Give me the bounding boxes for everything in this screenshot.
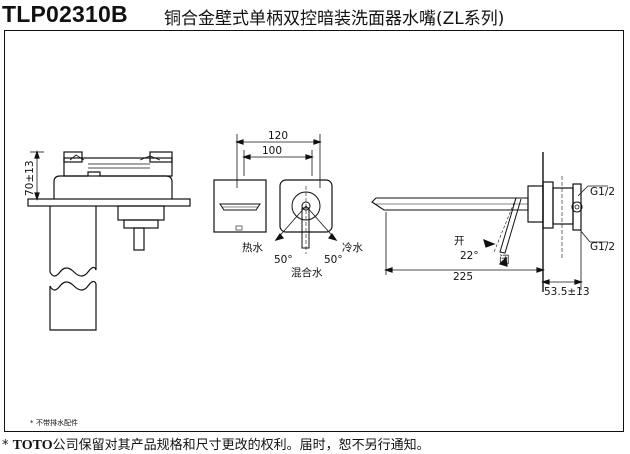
angle-left-label: 50° bbox=[274, 254, 293, 266]
mixed-water-label: 混合水 bbox=[291, 266, 323, 279]
close-label: 闭 bbox=[499, 253, 510, 266]
angle-right-label: 50° bbox=[324, 254, 343, 266]
thread-bottom-label: G1/2 bbox=[590, 241, 615, 253]
front-view: 120 100 热水 冷水 50° 50° 混合水 bbox=[213, 130, 363, 279]
front-dim-inner: 100 bbox=[262, 145, 282, 157]
handle-lever bbox=[301, 207, 310, 249]
side-view: 70±13 bbox=[24, 150, 191, 331]
footer-brand: TOTO bbox=[12, 438, 53, 453]
drawing-frame bbox=[4, 30, 624, 432]
spout-outlet bbox=[219, 203, 261, 211]
thread-top-label: G1/2 bbox=[590, 186, 615, 198]
counter-plate bbox=[27, 198, 191, 207]
note-asterisk: * bbox=[30, 419, 34, 427]
wall-body bbox=[527, 185, 544, 223]
side-height-label: 70±13 bbox=[24, 160, 36, 196]
cold-water-label: 冷水 bbox=[342, 241, 363, 254]
length-label: 225 bbox=[453, 271, 473, 283]
faucet-body bbox=[53, 171, 173, 199]
footer-note: * TOTO公司保留对其产品规格和尺寸更改的权利。届时，恕不另行通知。 bbox=[2, 434, 430, 454]
drain-note: 不带排水配件 bbox=[36, 418, 78, 427]
mount-nut bbox=[117, 205, 165, 221]
handle-block-left bbox=[63, 151, 83, 163]
front-dim-outer: 120 bbox=[268, 130, 288, 142]
lever-profile bbox=[499, 197, 522, 254]
body-below bbox=[49, 206, 97, 277]
mount-rod bbox=[133, 227, 145, 251]
header: TLP02310B 铜合金壁式单柄双控暗装洗面器水嘴(ZL系列) bbox=[0, 0, 630, 30]
product-title: 铜合金壁式单柄双控暗装洗面器水嘴(ZL系列) bbox=[164, 9, 505, 29]
open-label: 开 bbox=[454, 235, 465, 247]
faucet-top bbox=[63, 157, 173, 177]
wall-dim-label: 53.5±13 bbox=[544, 286, 590, 298]
hot-water-label: 热水 bbox=[242, 241, 263, 254]
spout-plate bbox=[213, 179, 267, 233]
handle-block-right bbox=[149, 151, 173, 163]
footer-asterisk: * bbox=[2, 438, 9, 453]
profile-view: 开 22° 闭 G1/2 G1/2 225 53.5±13 bbox=[371, 152, 615, 298]
model-number: TLP02310B bbox=[2, 1, 128, 27]
footer-text: 公司保留对其产品规格和尺寸更改的权利。届时，恕不另行通知。 bbox=[52, 438, 430, 453]
angle-22-label: 22° bbox=[460, 250, 479, 262]
